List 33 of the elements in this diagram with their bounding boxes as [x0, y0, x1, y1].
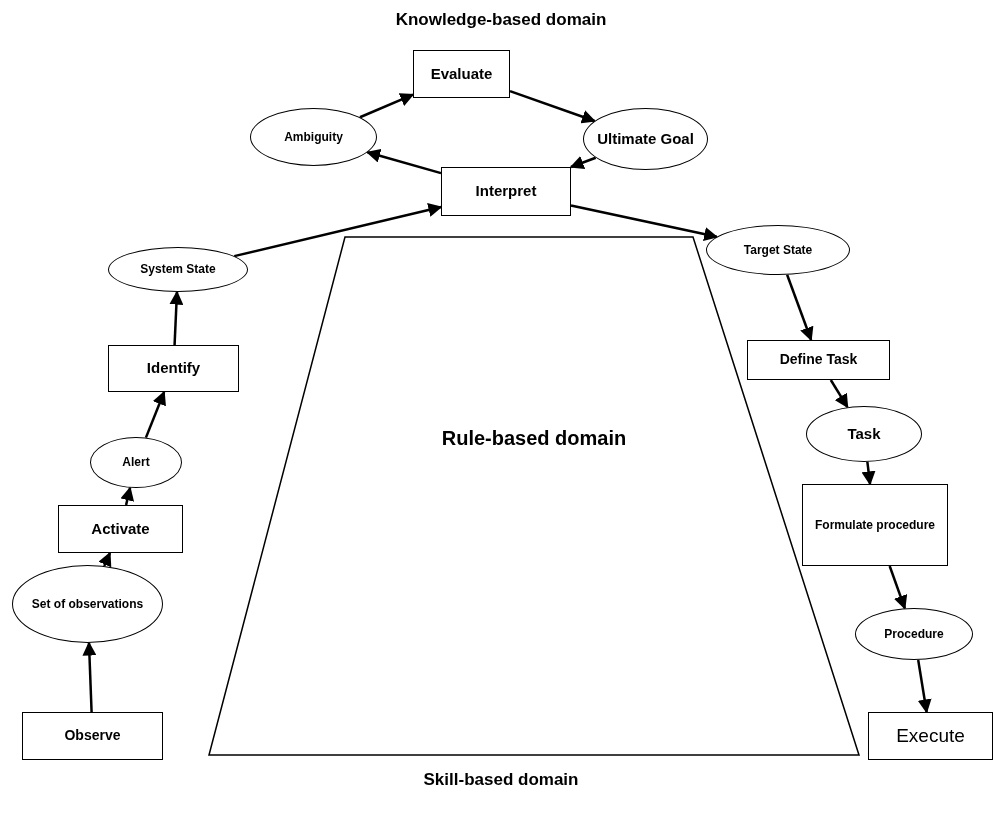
arrow — [861, 461, 876, 486]
arrow — [785, 274, 814, 342]
ellipse-node: Alert — [90, 437, 182, 488]
arrow — [570, 204, 719, 242]
ellipse-node: Target State — [706, 225, 850, 275]
ellipse-node: Task — [806, 406, 922, 462]
arrow — [366, 149, 442, 175]
process-box: Formulate procedure — [802, 484, 948, 566]
region-label: Rule-based domain — [441, 426, 627, 451]
process-box: Observe — [22, 712, 163, 760]
arrow — [120, 486, 135, 506]
arrow — [569, 156, 597, 170]
arrow — [359, 93, 415, 119]
process-box: Interpret — [441, 167, 571, 216]
ellipse-node: Ultimate Goal — [583, 108, 708, 170]
ellipse-node: System State — [108, 247, 248, 292]
process-box: Activate — [58, 505, 183, 553]
ellipse-node: Ambiguity — [250, 108, 377, 166]
ellipse-node: Set of observations — [12, 565, 163, 643]
process-box: Evaluate — [413, 50, 510, 98]
process-box: Define Task — [747, 340, 890, 380]
arrow — [82, 641, 97, 713]
arrow — [234, 203, 443, 258]
arrow — [888, 565, 908, 610]
ellipse-node: Procedure — [855, 608, 973, 660]
arrow — [169, 290, 184, 346]
domain-label: Skill-based domain — [422, 770, 580, 790]
process-box: Execute — [868, 712, 993, 760]
arrow — [509, 89, 596, 124]
process-box: Identify — [108, 345, 239, 392]
arrow — [916, 659, 932, 714]
arrow — [144, 390, 166, 439]
diagram-title: Knowledge-based domain — [394, 10, 608, 30]
